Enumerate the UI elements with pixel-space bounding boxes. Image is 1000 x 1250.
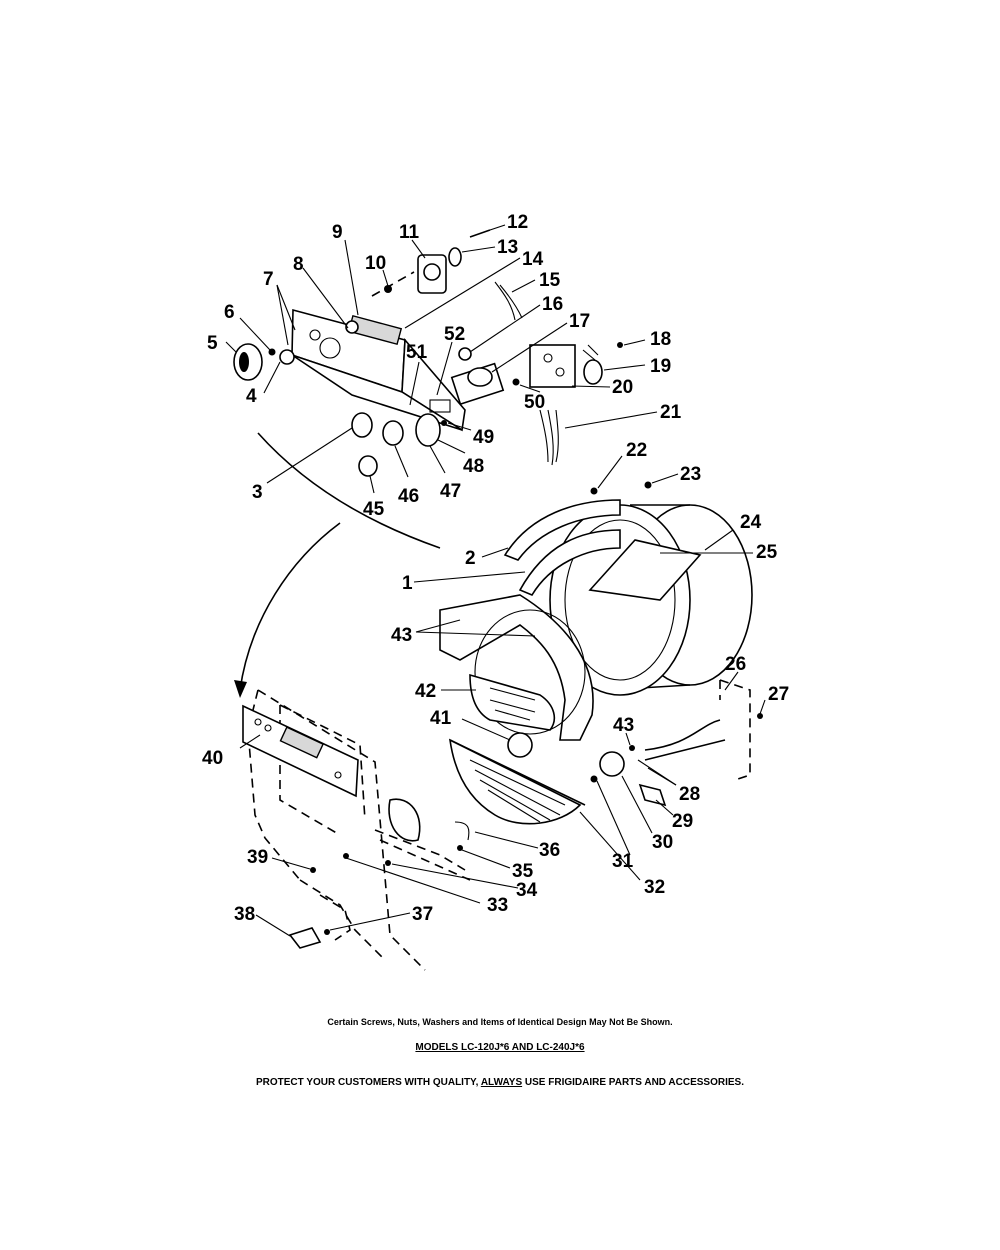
protect-notice: PROTECT YOUR CUSTOMERS WITH QUALITY, ALW… <box>0 1077 1000 1088</box>
part-label: 3 <box>252 482 263 503</box>
control-panel-assembly <box>233 229 623 549</box>
part-label: 9 <box>332 222 343 243</box>
part-label: 26 <box>725 654 746 675</box>
part-label: 11 <box>399 222 420 243</box>
part-label: 32 <box>644 877 665 898</box>
part-label: 2 <box>465 548 476 569</box>
part-label: 30 <box>652 832 673 853</box>
part-label: 10 <box>365 253 386 274</box>
part-label: 51 <box>406 342 428 363</box>
part-label: 43 <box>391 625 412 646</box>
part-label: 52 <box>444 324 465 345</box>
part-label: 8 <box>293 254 304 275</box>
part-label: 16 <box>542 294 563 315</box>
part-label: 31 <box>612 851 634 872</box>
protect-text-post: USE FRIGIDAIRE PARTS AND ACCESSORIES. <box>522 1077 744 1088</box>
part-label: 38 <box>234 904 255 925</box>
part-label: 36 <box>539 840 560 861</box>
part-label: 43 <box>613 715 634 736</box>
part-label: 19 <box>650 356 671 377</box>
part-label: 1 <box>402 573 413 594</box>
footer-note: Certain Screws, Nuts, Washers and Items … <box>327 1017 673 1027</box>
part-label: 47 <box>440 481 461 502</box>
part-label: 29 <box>672 811 693 832</box>
part-label: 37 <box>412 904 433 925</box>
part-label: 5 <box>207 333 218 354</box>
part-label: 25 <box>756 542 778 563</box>
part-label: 20 <box>612 377 633 398</box>
part-label: 42 <box>415 681 436 702</box>
part-label: 28 <box>679 784 700 805</box>
part-label: 39 <box>247 847 268 868</box>
part-label: 23 <box>680 464 701 485</box>
protect-text-always: ALWAYS <box>480 1077 523 1088</box>
protect-text-pre: PROTECT YOUR CUSTOMERS WITH QUALITY, <box>255 1077 481 1088</box>
part-label: 18 <box>650 329 671 350</box>
part-labels: 9 11 12 13 14 15 10 8 7 6 5 4 16 17 52 1… <box>202 212 789 925</box>
part-label: 41 <box>430 708 452 729</box>
part-label: 24 <box>740 512 762 533</box>
part-label: 17 <box>569 311 590 332</box>
drum-assembly <box>439 481 763 841</box>
part-label: 15 <box>539 270 561 291</box>
part-label: 22 <box>626 440 647 461</box>
part-label: 14 <box>522 249 544 270</box>
cabinet-front <box>234 522 471 971</box>
part-label: 7 <box>263 269 274 290</box>
part-label: 33 <box>487 895 508 916</box>
part-label: 34 <box>516 880 538 901</box>
part-label: 48 <box>463 456 484 477</box>
part-label: 21 <box>660 402 682 423</box>
part-label: 40 <box>202 748 223 769</box>
part-label: 35 <box>512 861 534 882</box>
part-label: 13 <box>497 237 518 258</box>
part-label: 45 <box>363 499 385 520</box>
part-label: 4 <box>246 386 257 407</box>
part-label: 12 <box>507 212 528 233</box>
part-label: 49 <box>473 427 494 448</box>
part-label: 6 <box>224 302 235 323</box>
leader-lines <box>225 224 766 937</box>
part-label: 50 <box>524 392 545 413</box>
models-heading: MODELS LC-120J*6 AND LC-240J*6 <box>415 1042 585 1053</box>
part-label: 27 <box>768 684 789 705</box>
part-label: 46 <box>398 486 419 507</box>
